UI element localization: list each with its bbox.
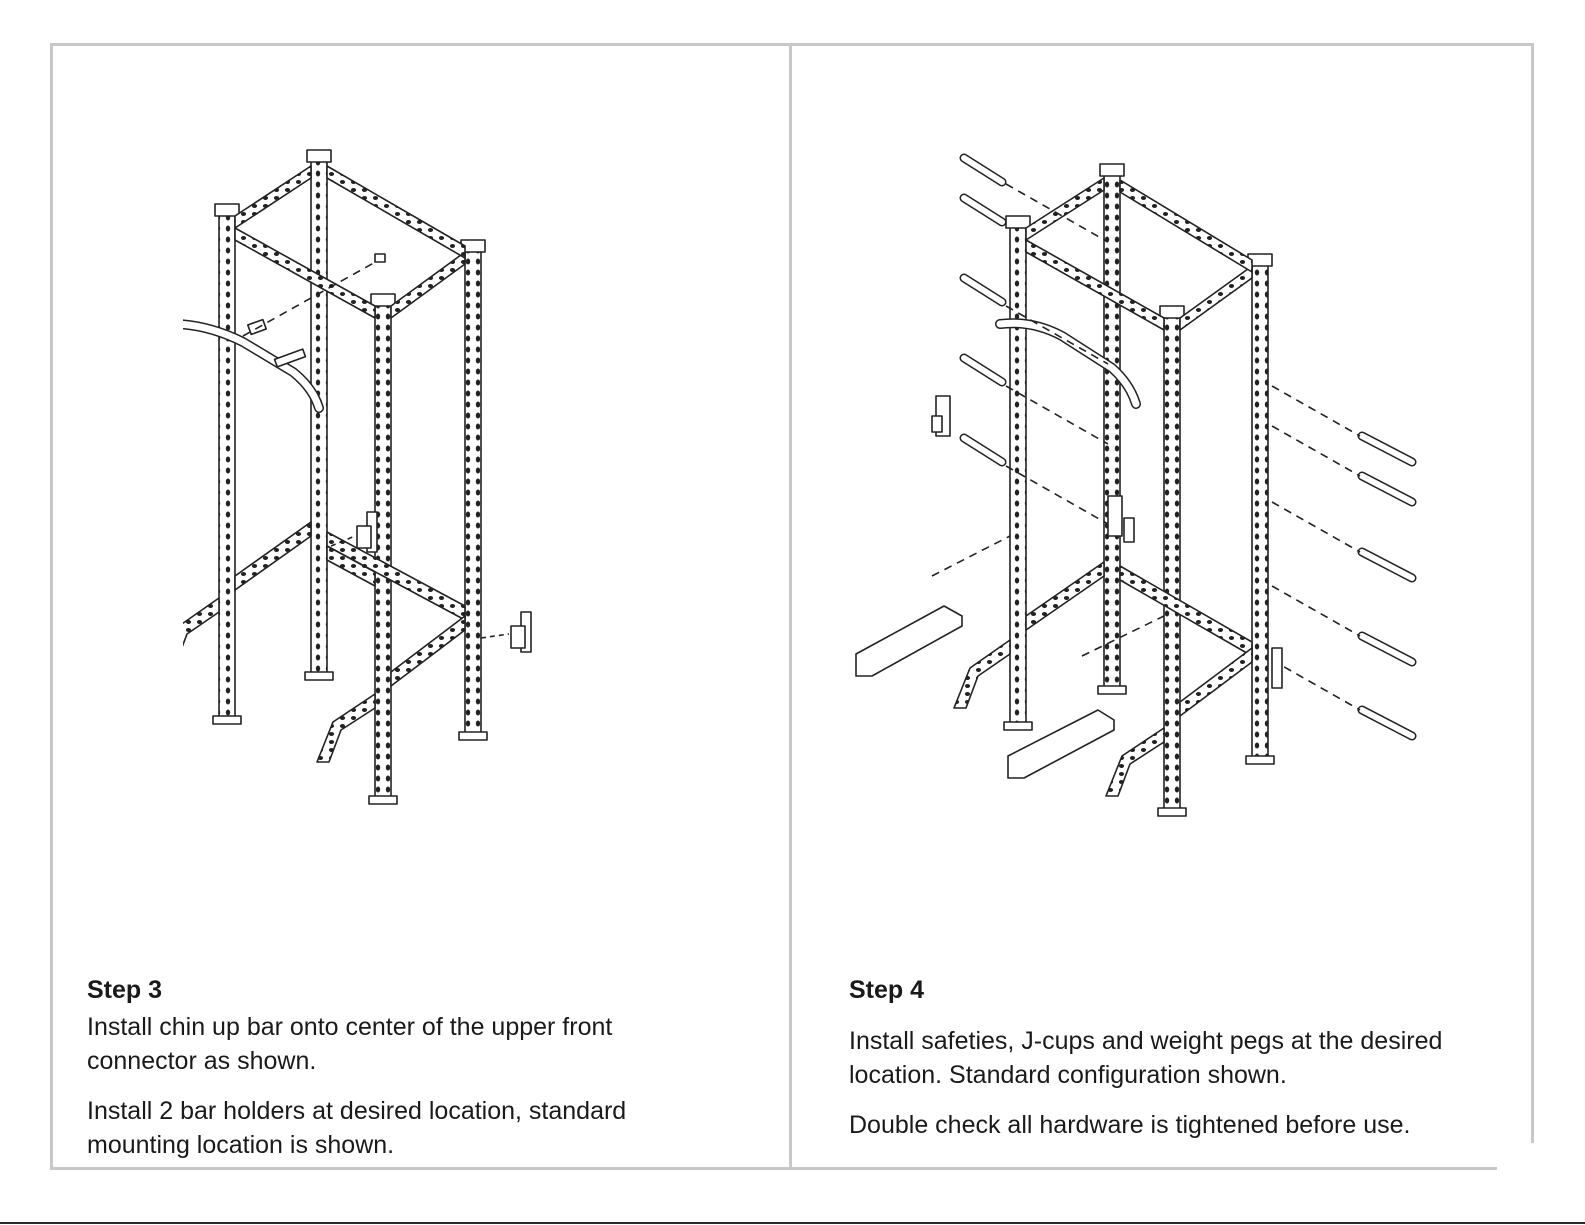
frame-bottom-border (50, 1167, 1497, 1170)
frame-right-border (1531, 43, 1534, 1143)
page-bottom-rule (0, 1222, 1585, 1224)
step-4-caption: Step 4 Install safeties, J-cups and weig… (849, 974, 1509, 1158)
step-4-panel: Step 4 Install safeties, J-cups and weig… (792, 46, 1531, 1166)
step-3-paragraph-1: Install chin up bar onto center of the u… (87, 1013, 613, 1075)
step-3-paragraph-2: Install 2 bar holders at desired locatio… (87, 1097, 627, 1159)
step-3-title: Step 3 (87, 976, 163, 1004)
panel-divider (789, 43, 792, 1170)
step-3-illustration (183, 149, 532, 805)
frame-top-border (50, 43, 1534, 46)
step-3-caption: Step 3 Install chin up bar onto center o… (87, 974, 727, 1178)
step-4-paragraph-1: Install safeties, J-cups and weight pegs… (849, 1027, 1443, 1089)
step-4-title: Step 4 (849, 976, 925, 1004)
step-4-illustration (855, 153, 1417, 817)
frame-left-border (50, 43, 53, 1170)
step-3-panel: Step 3 Install chin up bar onto center o… (53, 46, 789, 1166)
step-4-paragraph-2: Double check all hardware is tightened b… (849, 1111, 1411, 1139)
